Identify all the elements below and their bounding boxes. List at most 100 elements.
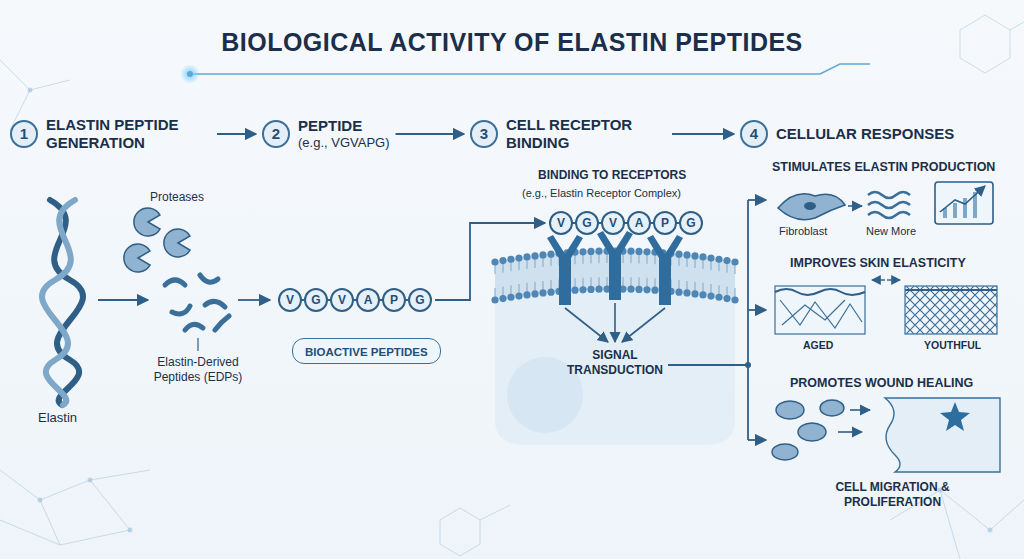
lipid-tail	[711, 258, 712, 296]
lipid-tail	[511, 259, 512, 297]
lipid-head	[675, 251, 682, 258]
lipid-head	[723, 257, 730, 264]
flow-arrows	[98, 299, 270, 301]
lipid-head	[715, 256, 722, 263]
diagram-title: BIOLOGICAL ACTIVITY OF ELASTIN PEPTIDES	[0, 28, 1024, 57]
signal-arrows	[565, 303, 665, 342]
lipid-tail	[495, 262, 496, 300]
amino-acid-bead: G	[679, 211, 703, 235]
cell-interior	[495, 289, 735, 445]
lipid-tail	[543, 255, 544, 293]
receptors	[547, 231, 683, 305]
lipid-tail	[735, 262, 736, 300]
lipid-tail	[631, 251, 632, 289]
lipid-head	[643, 248, 650, 255]
amino-acid-bead: V	[330, 288, 354, 312]
lipid-head	[691, 290, 698, 297]
lipid-head	[675, 289, 682, 296]
lipid-head	[515, 254, 522, 261]
diagram-label: CELL MIGRATION & PROLIFERATION	[805, 480, 980, 510]
lipid-head	[731, 296, 738, 303]
lipid-head	[579, 286, 586, 293]
lipid-head	[715, 294, 722, 301]
lipid-head	[547, 251, 554, 258]
step-number: 4	[740, 120, 768, 148]
lipid-tail	[599, 251, 600, 289]
peptide-chain: VGVAPG	[549, 211, 703, 235]
amino-acid-bead: V	[278, 288, 302, 312]
response-bracket	[668, 200, 766, 440]
lipid-head	[499, 295, 506, 302]
lipid-tail	[583, 252, 584, 290]
diagram-label: IMPROVES SKIN ELASTICITY	[790, 256, 966, 272]
lipid-head	[515, 292, 522, 299]
lipid-tail	[591, 251, 592, 289]
lipid-head	[707, 292, 714, 299]
title-underline	[180, 64, 870, 84]
amino-acid-bead: A	[627, 211, 651, 235]
youthful-skin	[905, 286, 997, 334]
elastin-helix	[42, 200, 83, 405]
diagram-label: Proteases	[150, 190, 204, 205]
amino-acid-bead: V	[601, 211, 625, 235]
step-number: 2	[262, 120, 290, 148]
lipid-head	[579, 248, 586, 255]
migration-arrows	[838, 410, 870, 432]
amino-acid-bead: P	[382, 288, 406, 312]
label-pill: BIOACTIVE PEPTIDES	[292, 338, 441, 364]
lipid-head	[635, 286, 642, 293]
diagram-label: Elastin-Derived Peptides (EDPs)	[143, 355, 253, 385]
lipid-head	[539, 289, 546, 296]
diagram-label: YOUTHFUL	[924, 339, 981, 353]
lipid-head	[523, 253, 530, 260]
diagram-label: STIMULATES ELASTIN PRODUCTION	[772, 160, 995, 176]
lipid-head	[595, 286, 602, 293]
header-text: CELL RECEPTOR BINDING	[506, 116, 666, 152]
diagram-label: New More	[866, 224, 916, 238]
step-header: 1 ELASTIN PEPTIDE GENERATION	[10, 112, 211, 156]
step-number: 1	[10, 120, 38, 148]
diagram-label: Elastin	[38, 410, 77, 426]
lipid-tail	[575, 252, 576, 290]
lipid-tail	[727, 261, 728, 299]
lipid-head	[731, 258, 738, 265]
protease-icons	[124, 208, 190, 272]
amino-acid-bead: P	[653, 211, 677, 235]
lipid-head	[531, 290, 538, 297]
header-text: ELASTIN PEPTIDE GENERATION	[46, 116, 211, 152]
lipid-head	[707, 254, 714, 261]
diagram-label: (e.g., Elastin Receptor Complex)	[522, 186, 681, 200]
lipid-head	[627, 248, 634, 255]
diagram-label: AGED	[803, 339, 833, 353]
healing-star	[940, 402, 970, 431]
lipid-tail	[551, 254, 552, 292]
diagram-label: SIGNAL TRANSDUCTION	[563, 348, 667, 378]
lipid-head	[539, 251, 546, 258]
header-text: PEPTIDE(e.g., VGVAPG)	[298, 117, 390, 151]
flow-connector	[396, 133, 464, 135]
decor-network	[0, 15, 1024, 559]
lipid-head	[651, 287, 658, 294]
stretch-arrows	[872, 279, 900, 280]
lipid-head	[491, 258, 498, 265]
amino-acid-bead: G	[304, 288, 328, 312]
lipid-head	[507, 294, 514, 301]
lipid-head	[627, 286, 634, 293]
leader-line	[197, 338, 198, 351]
step-title: CELLULAR RESPONSES	[776, 125, 954, 143]
flow-connector	[672, 133, 734, 135]
amino-acid-bead: G	[575, 211, 599, 235]
lipid-head	[547, 289, 554, 296]
lipid-tail	[503, 261, 504, 299]
step-number: 3	[470, 120, 498, 148]
lipid-tail	[719, 259, 720, 297]
lipid-head	[723, 295, 730, 302]
lipid-tail	[687, 255, 688, 293]
header-text: CELLULAR RESPONSES	[776, 125, 954, 143]
lipid-head	[691, 252, 698, 259]
elastin-fibers	[868, 192, 910, 218]
lipid-tail	[703, 257, 704, 295]
growth-chart	[935, 182, 993, 224]
